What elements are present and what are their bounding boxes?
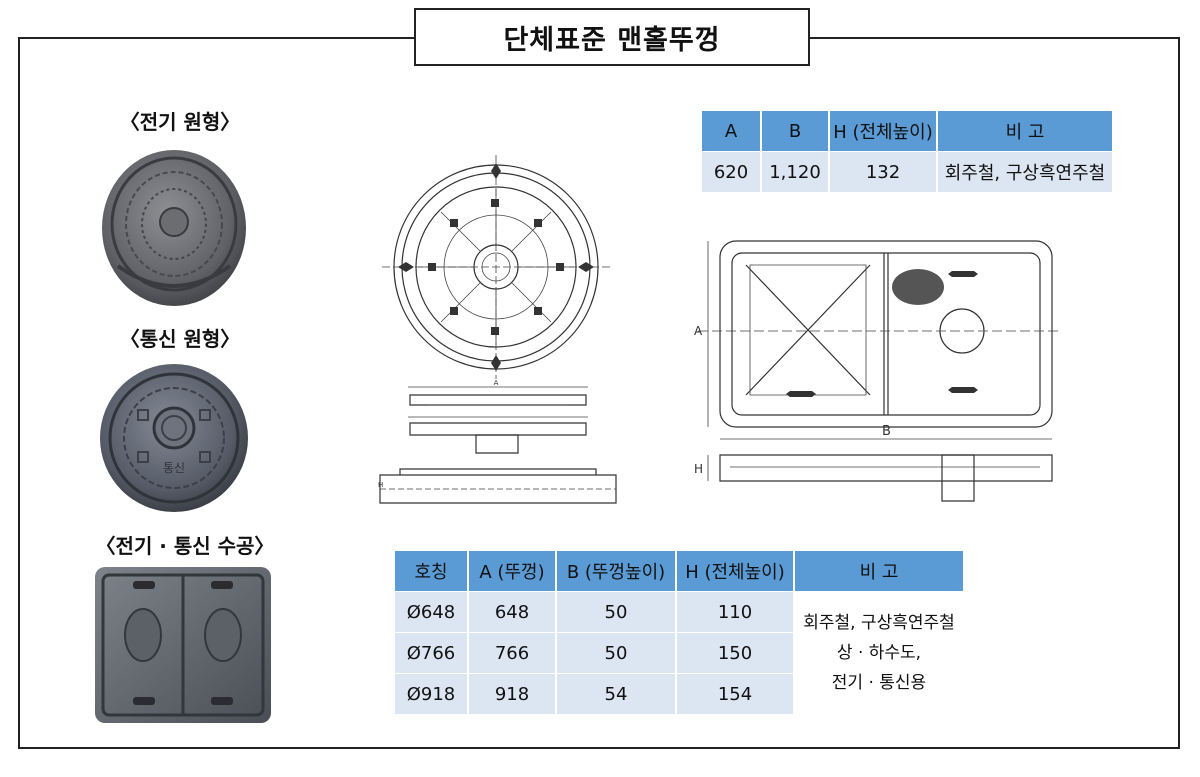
- cell-note: 회주철, 구상흑연주철 상 · 하수도, 전기 · 통신용: [793, 591, 963, 714]
- cell-nominal: Ø918: [395, 673, 468, 714]
- note-line: 회주철, 구상흑연주철: [803, 613, 955, 633]
- photo-label-handhole: 〈전기 · 통신 수공〉: [95, 534, 275, 558]
- header-nominal: 호칭: [395, 551, 468, 592]
- table-row: Ø648 648 50 110 회주철, 구상흑연주철 상 · 하수도, 전기 …: [395, 591, 963, 714]
- spec-table-round: 호칭 A (뚜껑) B (뚜껑높이) H (전체높이) 비 고 Ø648 648…: [395, 551, 963, 714]
- header-total-height: H (전체높이): [675, 551, 794, 592]
- cell-note: 회주철, 구상흑연주철: [936, 151, 1112, 192]
- photo-electric-round-cover: [102, 150, 246, 306]
- photo-handhole-cover: [95, 567, 271, 723]
- cell-h: 132: [828, 151, 937, 192]
- spec-table-rect: A B H (전체높이) 비 고 620 1,120 132 회주철, 구상흑연…: [702, 111, 1112, 192]
- cell-a: 620: [702, 151, 761, 192]
- photo-emboss-text: 통신: [163, 461, 185, 475]
- table-row: 620 1,120 132 회주철, 구상흑연주철: [702, 151, 1112, 192]
- cell-b: 50: [555, 591, 676, 633]
- note-line: 전기 · 통신용: [831, 673, 927, 693]
- cell-b: 50: [555, 632, 676, 674]
- header-lid-a: A (뚜껑): [467, 551, 556, 592]
- photo-label-electric-round: 〈전기 원형〉: [119, 110, 241, 134]
- rect-dim-b-label: B: [882, 424, 891, 439]
- rect-handhole-drawing: A B H: [694, 240, 1058, 502]
- table-row: Ø918 918 54 154: [395, 673, 963, 714]
- cell-a: 766: [467, 632, 556, 674]
- cell-h: 150: [675, 632, 794, 674]
- cell-h: 154: [675, 673, 794, 714]
- rect-dim-h-label: H: [694, 462, 703, 476]
- cell-b: 54: [555, 673, 676, 714]
- page-title: 단체표준 맨홀뚜껑: [414, 8, 810, 66]
- header-note: 비 고: [936, 111, 1112, 152]
- cell-a: 918: [467, 673, 556, 714]
- cell-a: 648: [467, 591, 556, 633]
- round-height-label: H: [378, 481, 383, 489]
- round-dim-a-label: A: [494, 379, 499, 387]
- header-lid-height: B (뚜껑높이): [555, 551, 676, 592]
- table-row: Ø766 766 50 150: [395, 632, 963, 674]
- cell-b: 1,120: [760, 151, 829, 192]
- cell-h: 110: [675, 591, 794, 633]
- round-cover-drawing: A H: [378, 155, 617, 504]
- header-note: 비 고: [793, 551, 963, 592]
- photo-label-telecom-round: 〈통신 원형〉: [119, 327, 241, 351]
- note-line: 상 · 하수도,: [836, 643, 922, 663]
- photo-telecom-round-cover: 통신: [100, 364, 248, 512]
- header-h: H (전체높이): [828, 111, 937, 152]
- rect-dim-a-label: A: [694, 324, 703, 338]
- cell-nominal: Ø648: [395, 591, 468, 633]
- cell-nominal: Ø766: [395, 632, 468, 674]
- header-b: B: [760, 111, 829, 152]
- header-a: A: [702, 111, 761, 152]
